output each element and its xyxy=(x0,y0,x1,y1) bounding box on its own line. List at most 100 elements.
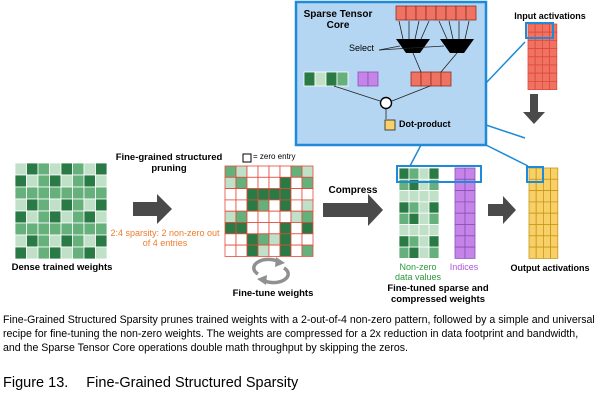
sparse-cell xyxy=(290,165,303,178)
zero-entry-legend-square xyxy=(242,153,252,163)
sparse-cell xyxy=(257,176,270,190)
panel-selected-cell xyxy=(420,71,432,87)
index-cell xyxy=(464,224,476,237)
sparse-cell xyxy=(224,222,237,235)
dense-cell xyxy=(37,198,50,212)
sparse-cell xyxy=(290,210,303,223)
input-activation-cell xyxy=(534,48,543,58)
output-activation-cell xyxy=(550,167,559,180)
output-activation-cell xyxy=(543,235,552,248)
sparse-cell xyxy=(290,176,303,190)
output-activation-cell xyxy=(535,201,544,214)
figure-caption: Fine-Grained Structured Sparsity prunes … xyxy=(3,314,595,355)
input-highlight-box xyxy=(525,22,554,39)
input-activation-cell xyxy=(549,72,558,82)
input-activation-cell xyxy=(527,72,536,82)
fine-tune-label: Fine-tune weights xyxy=(232,288,314,299)
index-cell xyxy=(454,167,466,180)
panel-input-cell xyxy=(395,5,407,21)
dense-cell xyxy=(14,162,27,176)
sparse-cell xyxy=(301,165,314,178)
figure-title: Figure 13.Fine-Grained Structured Sparsi… xyxy=(3,375,298,391)
input-activation-cell xyxy=(534,56,543,66)
sparse-cell xyxy=(246,233,259,246)
compressed-value-cell xyxy=(398,178,410,192)
panel-callout-lines xyxy=(409,41,529,167)
dense-cell xyxy=(60,222,73,236)
compressed-value-cell xyxy=(418,246,430,259)
dense-cell xyxy=(49,234,62,248)
input-activations-matrix xyxy=(527,23,558,91)
sparse-cell xyxy=(235,244,248,257)
sparse-cell xyxy=(235,222,248,235)
output-activation-cell xyxy=(543,178,552,192)
dense-cell xyxy=(37,162,50,176)
compressed-value-cell xyxy=(418,224,430,237)
panel-compressed-values xyxy=(303,71,349,87)
input-activation-cell xyxy=(542,40,551,50)
sparse-cell xyxy=(268,176,281,190)
input-activation-cell xyxy=(549,48,558,58)
sparse-cell xyxy=(268,165,281,178)
input-activation-cell xyxy=(542,72,551,82)
input-activation-cell xyxy=(542,64,551,74)
dot-product-label: Dot-product xyxy=(399,119,451,129)
sparse-cell xyxy=(301,244,314,257)
input-activation-cell xyxy=(542,31,551,41)
output-activation-cell xyxy=(550,178,559,192)
sparse-cell xyxy=(301,233,314,246)
dense-cell xyxy=(14,198,27,212)
multiply-arrow xyxy=(488,196,516,224)
index-cell xyxy=(464,212,476,225)
dense-cell xyxy=(26,222,39,236)
output-activation-cell xyxy=(535,190,544,203)
pruning-title: Fine-grained structured pruning xyxy=(115,152,223,174)
sparse-cell xyxy=(301,210,314,223)
panel-top-input-row xyxy=(395,5,477,21)
panel-indices xyxy=(357,71,379,87)
compressed-value-cell xyxy=(418,178,430,192)
input-activation-cell xyxy=(527,40,536,50)
panel-wires xyxy=(333,20,470,119)
index-cell xyxy=(464,235,476,248)
dense-cell xyxy=(83,222,96,236)
compressed-value-cell xyxy=(398,167,410,180)
input-activation-cell xyxy=(534,72,543,82)
sparse-cell xyxy=(268,188,281,201)
output-activation-cell xyxy=(550,201,559,214)
zero-entry-legend-label: = zero entry xyxy=(253,152,296,161)
output-activation-cell xyxy=(535,212,544,225)
compressed-value-cell xyxy=(418,235,430,248)
sparse-cell xyxy=(290,233,303,246)
dense-cell xyxy=(49,162,62,176)
sparse-cell xyxy=(246,210,259,223)
sparse-cell xyxy=(279,210,292,223)
dense-cell xyxy=(26,174,39,188)
input-activation-cell xyxy=(527,56,536,66)
sparse-cell xyxy=(224,210,237,223)
compressed-value-cell xyxy=(418,212,430,225)
output-activation-cell xyxy=(543,201,552,214)
input-activation-cell xyxy=(549,56,558,66)
sparse-cell xyxy=(257,233,270,246)
dense-cell xyxy=(49,186,62,200)
compressed-value-cell xyxy=(398,212,410,225)
dense-cell xyxy=(83,162,96,176)
input-activation-cell xyxy=(534,40,543,50)
dense-cell xyxy=(49,174,62,188)
sparse-cell xyxy=(257,199,270,212)
sparse-cell xyxy=(224,188,237,201)
dense-cell xyxy=(26,210,39,224)
input-activation-cell xyxy=(527,48,536,58)
panel-input-cell xyxy=(425,5,437,21)
dense-cell xyxy=(37,234,50,248)
output-activation-cell xyxy=(550,246,559,259)
compressed-value-cell xyxy=(408,167,420,180)
compressed-value-cell xyxy=(428,190,440,203)
compress-arrow xyxy=(323,194,383,226)
output-activation-cell xyxy=(543,246,552,259)
indices-label: Indices xyxy=(449,262,479,272)
dense-cell xyxy=(72,198,85,212)
sparse-cell xyxy=(268,199,281,212)
dense-cell xyxy=(95,246,108,260)
